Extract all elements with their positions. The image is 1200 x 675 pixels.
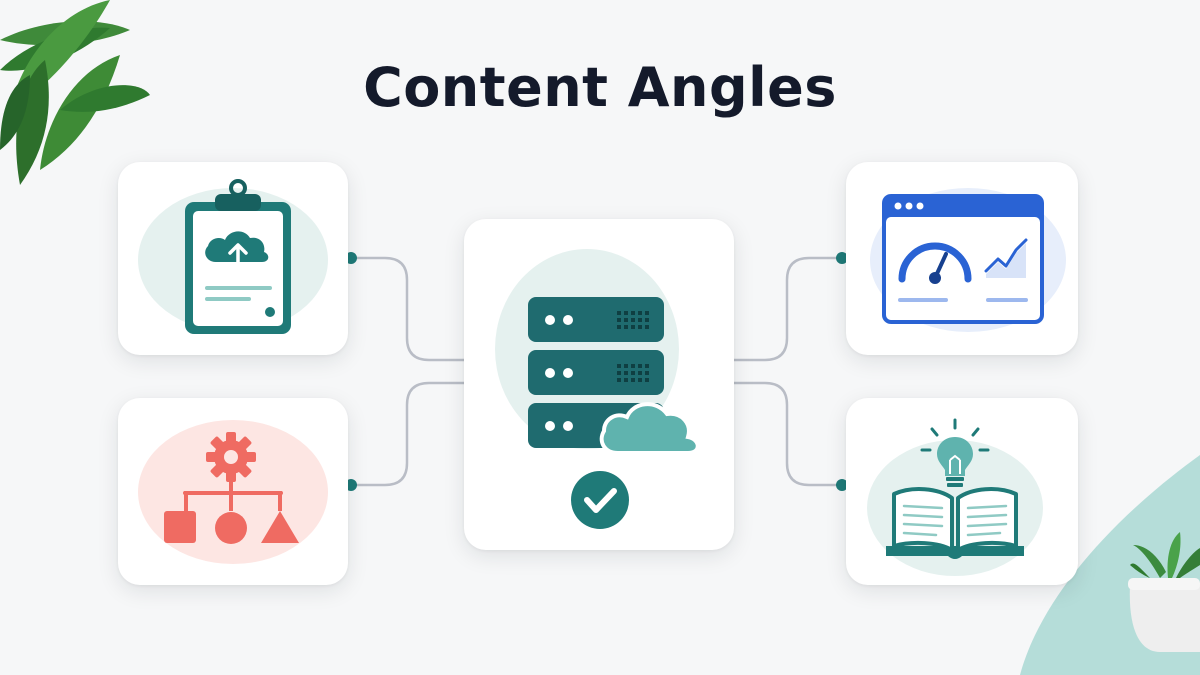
connector-server-to-knowledge (732, 381, 844, 487)
open-book-lightbulb-icon (867, 418, 1043, 576)
card-clipboard-upload (118, 162, 348, 355)
potted-succulent-decoration (1128, 532, 1200, 652)
card-server-cloud (464, 219, 734, 550)
connector-process-to-server (349, 381, 466, 487)
check-icon (584, 488, 617, 513)
browser-gauge-chart-icon (870, 188, 1066, 332)
clipboard-cloud-upload-icon (138, 179, 328, 334)
connector-clipboard-to-server (349, 256, 466, 362)
card-dashboard (846, 162, 1078, 355)
card-knowledge (846, 398, 1078, 585)
connector-server-to-dashboard (732, 256, 844, 362)
cloud-icon (599, 402, 700, 455)
page-title: Content Angles (363, 56, 837, 119)
server-cloud-check-icon (495, 249, 700, 529)
card-process-hierarchy (118, 398, 348, 585)
gear-hierarchy-shapes-icon (138, 420, 328, 564)
